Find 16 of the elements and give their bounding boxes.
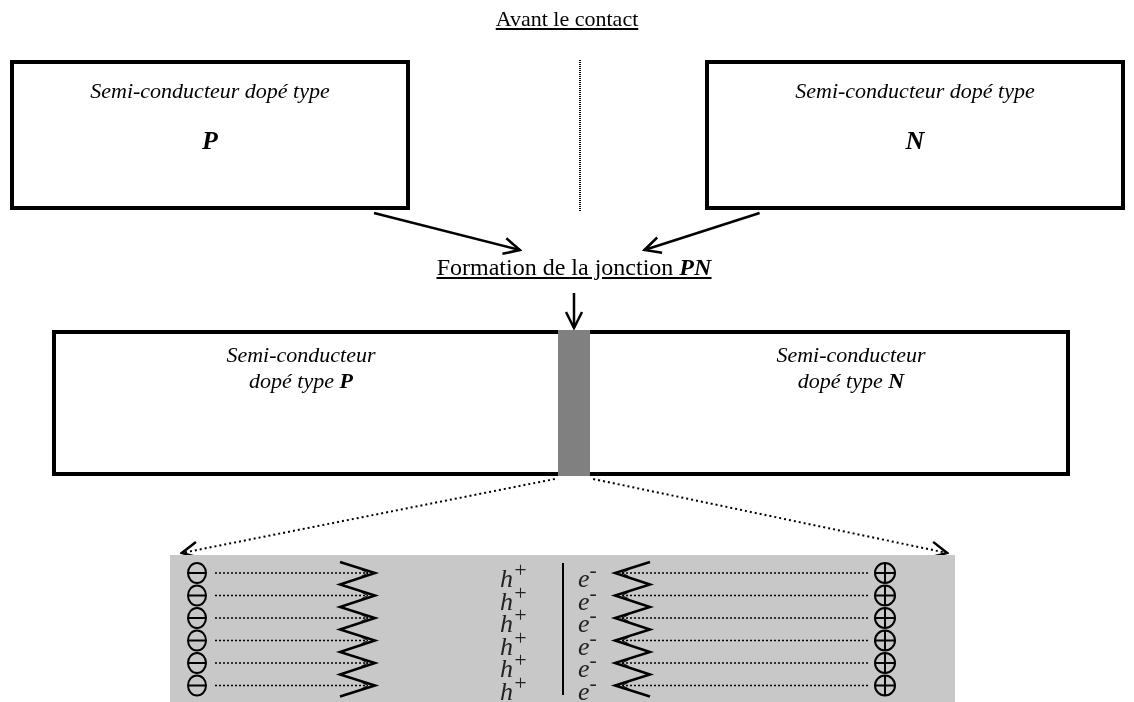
semiconductor-box xyxy=(52,330,1070,476)
arrow xyxy=(373,211,522,256)
arrow xyxy=(643,211,760,254)
diagram-title: Avant le contact xyxy=(494,6,640,32)
junction-bar xyxy=(558,330,590,476)
box-heading: Semi-conducteur dopé type xyxy=(89,78,331,104)
step-heading: Formation de la jonction PN xyxy=(436,254,712,280)
semiconductor-box xyxy=(705,60,1125,210)
semiconductor-box xyxy=(10,60,410,210)
type-letter: N xyxy=(904,126,926,156)
box-heading: Semi-conducteur dopé type xyxy=(794,78,1036,104)
region-label: Semi-conducteur dopé type N xyxy=(775,342,927,394)
arrow xyxy=(564,293,584,330)
depletion-zone-panel xyxy=(170,555,955,702)
type-letter: P xyxy=(201,126,219,156)
region-label: Semi-conducteur dopé type P xyxy=(225,342,377,394)
